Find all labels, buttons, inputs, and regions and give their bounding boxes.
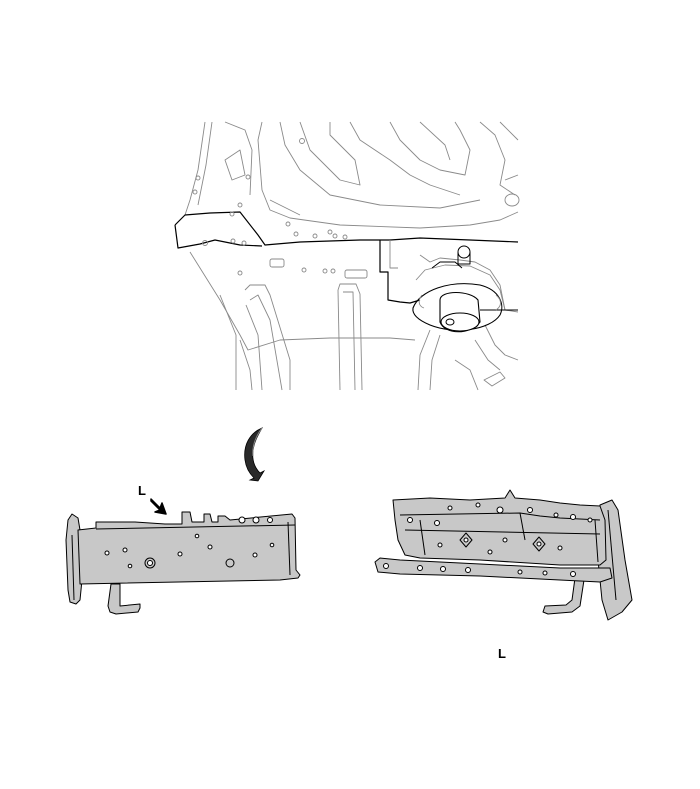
bracket-part-left-view (65, 511, 301, 615)
view-label-right: L (498, 646, 506, 661)
view-label-left: L (138, 483, 146, 498)
bracket-part-right-view (374, 489, 633, 621)
vehicle-body-underside (174, 121, 520, 391)
view-direction-arrow-icon (150, 498, 167, 515)
curved-arrow-up-icon (244, 427, 266, 482)
